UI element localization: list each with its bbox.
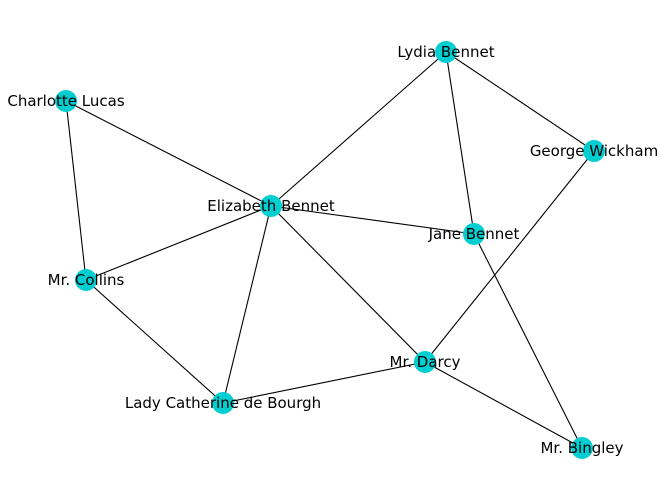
- edge-lydia-jane: [445, 51, 475, 235]
- edge-elizabeth-charlotte: [65, 100, 272, 207]
- nodes-layer: [55, 41, 605, 459]
- edge-collins-catherine: [85, 279, 224, 404]
- node-label-jane: Jane Bennet: [428, 225, 520, 243]
- edge-charlotte-collins: [65, 100, 87, 281]
- edge-elizabeth-collins: [85, 205, 272, 281]
- node-label-collins: Mr. Collins: [48, 271, 125, 289]
- node-catherine: [212, 392, 234, 414]
- node-label-bingley: Mr. Bingley: [540, 439, 623, 457]
- node-wickham: [583, 140, 605, 162]
- node-elizabeth: [260, 195, 282, 217]
- node-label-elizabeth: Elizabeth Bennet: [207, 197, 335, 215]
- edge-elizabeth-lydia: [270, 51, 447, 207]
- edge-elizabeth-jane: [270, 205, 475, 235]
- node-collins: [75, 269, 97, 291]
- node-darcy: [414, 351, 436, 373]
- edge-darcy-wickham: [424, 150, 595, 363]
- edge-darcy-bingley: [424, 361, 583, 449]
- node-label-darcy: Mr. Darcy: [390, 353, 461, 371]
- node-label-charlotte: Charlotte Lucas: [7, 92, 124, 110]
- node-jane: [463, 223, 485, 245]
- edge-catherine-darcy: [222, 361, 426, 404]
- node-bingley: [571, 437, 593, 459]
- edge-elizabeth-catherine: [222, 205, 272, 404]
- edge-lydia-wickham: [445, 51, 595, 152]
- edges-layer: [65, 51, 595, 449]
- node-label-lydia: Lydia Bennet: [397, 43, 494, 61]
- node-charlotte: [55, 90, 77, 112]
- node-lydia: [435, 41, 457, 63]
- node-label-catherine: Lady Catherine de Bourgh: [125, 394, 321, 412]
- node-label-wickham: George Wickham: [530, 142, 658, 160]
- edge-elizabeth-darcy: [270, 205, 426, 363]
- edge-jane-bingley: [473, 233, 583, 449]
